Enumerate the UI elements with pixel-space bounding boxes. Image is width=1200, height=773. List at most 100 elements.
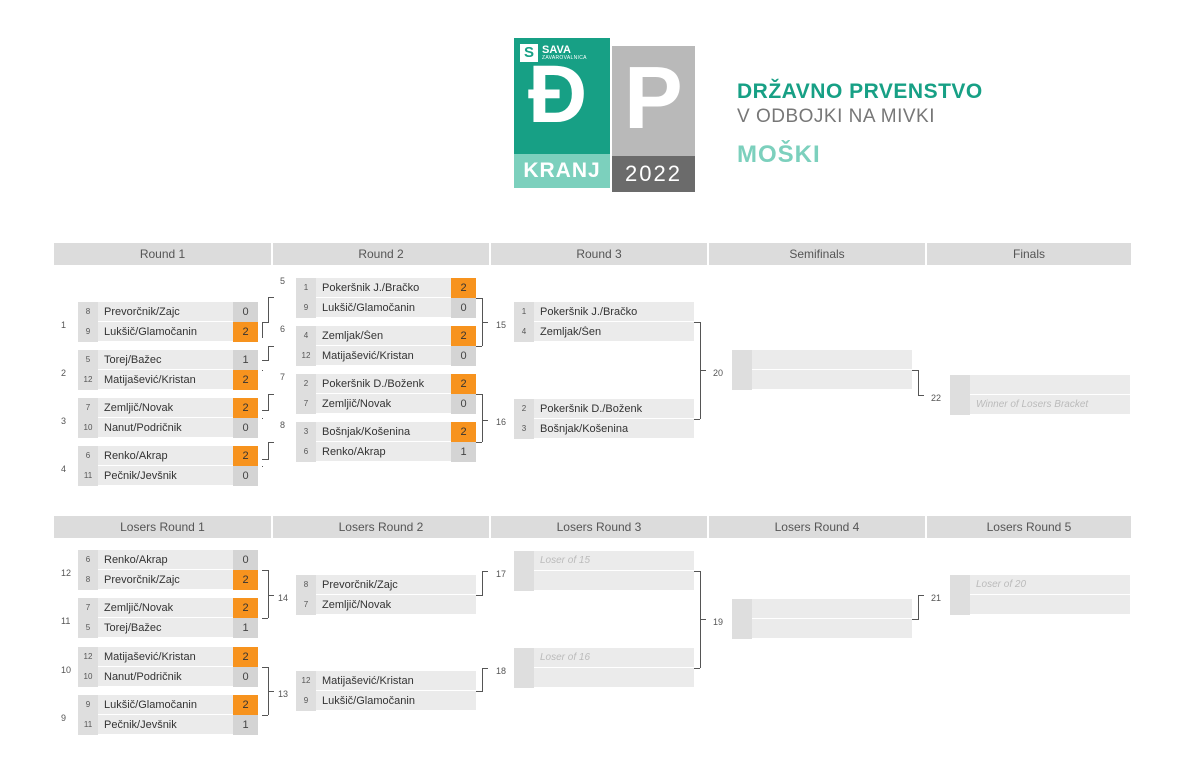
team-name: Prevorčnik/Zajc [104,305,180,318]
team-slot[interactable] [732,618,912,639]
team-slot[interactable] [950,374,1130,395]
logo-city: KRANJ [523,159,601,182]
match-number: 4 [61,464,67,474]
team-name: Matijašević/Kristan [322,349,414,362]
team-seed [950,374,970,395]
header-losers-round-3: Losers Round 3 [491,516,707,538]
team-slot[interactable]: Loser of 15 [514,550,694,571]
team-seed [514,667,534,688]
match-l19[interactable] [732,598,912,639]
match-l21[interactable]: Loser of 20 [950,574,1130,615]
match-l18[interactable]: Loser of 16 [514,647,694,688]
team-slot[interactable] [732,598,912,619]
team-score: 2 [233,445,258,466]
team-slot[interactable] [732,349,912,370]
team-score: 2 [233,597,258,618]
team-seed: 3 [514,418,534,439]
match-number: 20 [713,368,724,378]
team-score [451,691,476,711]
match-number: 10 [61,665,72,675]
team-slot[interactable]: Loser of 20 [950,574,1130,595]
team-name: Matijašević/Kristan [322,674,414,687]
team-seed [950,394,970,415]
team-slot[interactable] [950,594,1130,615]
team-score: 0 [451,297,476,318]
match-number: 3 [61,416,67,426]
bracket-connector [268,442,274,443]
team-seed [732,598,752,619]
bracket-connector [268,394,274,395]
team-slot[interactable]: Winner of Losers Bracket [950,394,1130,415]
team-name: Zemljak/Šen [322,329,384,342]
match-l17[interactable]: Loser of 15 [514,550,694,591]
team-seed [732,369,752,390]
team-name: Pokeršnik J./Bračko [322,281,420,294]
sava-s-icon: S [520,44,538,62]
team-name: Prevorčnik/Zajc [104,573,180,586]
match-number: 12 [61,568,72,578]
bracket-connector [912,619,918,620]
match-m22[interactable]: Winner of Losers Bracket [950,374,1130,415]
team-slot[interactable]: Loser of 16 [514,647,694,668]
team-name: Loser of 16 [540,652,591,663]
team-slot[interactable] [514,667,694,688]
header-losers-round-2: Losers Round 2 [273,516,489,538]
match-m20[interactable] [732,349,912,390]
team-seed: 7 [296,594,316,615]
team-score [1105,575,1130,595]
match-number: 13 [278,689,289,699]
team-name: Lukšič/Glamočanin [104,325,197,338]
team-slot[interactable] [732,369,912,390]
team-name: Pokeršnik D./Boženk [540,402,643,415]
team-slot[interactable] [514,570,694,591]
